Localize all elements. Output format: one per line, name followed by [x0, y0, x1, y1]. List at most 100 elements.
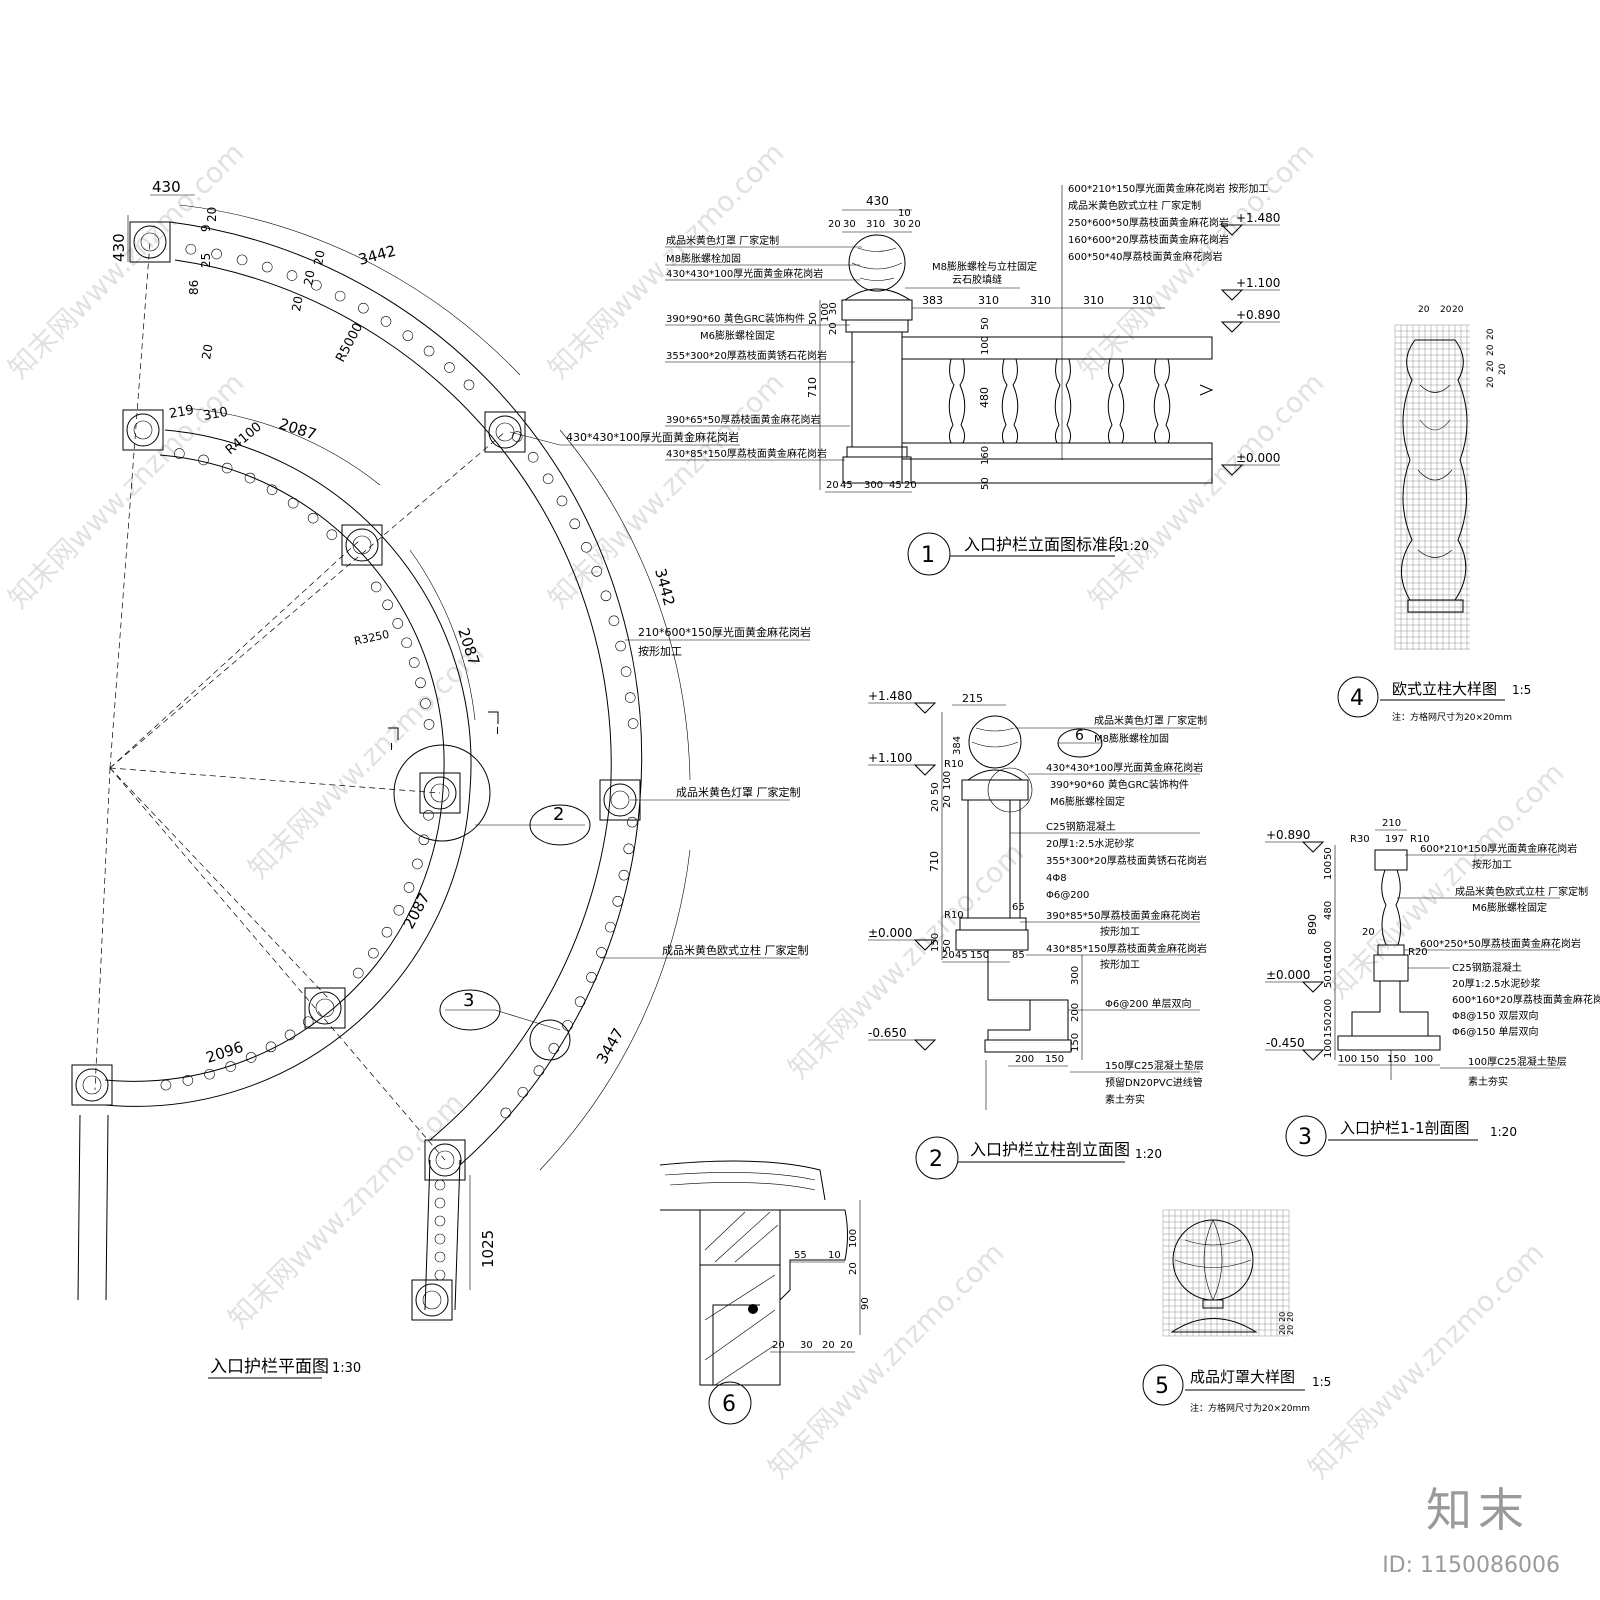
baluster-dot: [326, 529, 338, 540]
post-rosette: [415, 1283, 449, 1317]
dim-text: 100: [1323, 941, 1334, 960]
dim-text: R5000: [333, 321, 366, 365]
dim-text: 20: [840, 1340, 853, 1351]
dim-text: 310: [202, 405, 229, 424]
rail-leg-edge: [454, 1159, 461, 1311]
post-square: [484, 411, 526, 453]
baluster-dot: [608, 615, 620, 627]
baluster-dot: [624, 692, 636, 703]
baluster: [948, 358, 966, 444]
level-text: +0.890: [1236, 308, 1280, 322]
dim-text: 100: [980, 336, 991, 355]
dim-text: 197: [1385, 834, 1404, 845]
dim-text: 20: [826, 480, 839, 491]
dim-text: 45: [840, 480, 853, 491]
post-rosette: [126, 413, 160, 447]
baluster-dot: [244, 472, 256, 484]
watermark: 知末网www.znzmo.com: [1322, 756, 1571, 1005]
section-mark-label: I: [496, 726, 499, 737]
radial-guide-line: [109, 539, 361, 769]
note-text: Φ6@200 单层双向: [1105, 997, 1192, 1010]
baluster-dot: [615, 640, 626, 652]
level-text: ±0.000: [1236, 451, 1280, 465]
dim-text: 480: [1323, 901, 1334, 920]
title-number-circle: [915, 1136, 959, 1180]
detail-4-column: 20 20 20 20 20 20 20 20 4 欧式立柱大样图 1:5 注：…: [1337, 305, 1531, 723]
note-text: M8膨胀螺栓加固: [1094, 732, 1169, 745]
baluster-dot: [434, 1233, 446, 1245]
plan-label: 430*430*100厚光面黄金麻花岗岩: [566, 430, 739, 444]
post-rosette-inner: [610, 790, 630, 810]
dim-text: 150: [970, 950, 989, 961]
dim-text: 20: [772, 1340, 785, 1351]
section-2: 6 +1.480 +1.100 ±0.000 -0.650 215 384 50…: [868, 689, 1207, 1180]
lamp-base: [966, 769, 1024, 781]
note-text: 430*430*100厚光面黄金麻花岗岩: [1046, 761, 1203, 774]
post-rosette-inner: [82, 1075, 102, 1095]
baluster-dot: [600, 590, 612, 602]
note-text: 600*250*50厚荔枝面黄金麻花岗岩: [1420, 937, 1581, 950]
dim-text: 890: [1306, 914, 1319, 935]
baluster-dot: [370, 581, 382, 593]
post-rosette: [345, 528, 379, 562]
rail-leg-edge: [105, 1114, 109, 1301]
break-line: [1199, 384, 1214, 396]
lamp-globe-hatch: [851, 247, 903, 281]
dim-text: 160: [980, 446, 991, 465]
baluster-dot: [380, 316, 392, 327]
post-square: [419, 772, 461, 814]
dim-text: 45: [889, 480, 902, 491]
reference-grid: [1162, 1209, 1290, 1337]
baluster-dot: [402, 330, 414, 342]
dim-text: 45: [955, 950, 968, 961]
baluster-dot: [626, 816, 638, 828]
dim-text: 310: [978, 294, 999, 307]
post-shaft: [851, 331, 903, 448]
post-base: [842, 456, 912, 484]
dim-text: 20: [289, 295, 305, 312]
baluster-dot: [533, 1065, 545, 1077]
plan-label: 成品米黄色欧式立柱 厂家定制: [662, 943, 809, 957]
drawing-scale: 1:5: [1512, 683, 1531, 697]
baluster-dot: [423, 719, 435, 730]
baluster-dot: [221, 462, 233, 474]
cap-profile: [659, 1160, 826, 1201]
baluster-dot: [265, 1041, 277, 1053]
dim-text: 100: [942, 771, 953, 790]
labels-left: 成品米黄色灯罩 厂家定制 M8膨胀螺栓加固 430*430*100厚光面黄金麻花…: [665, 234, 862, 461]
level-symbol: [913, 1039, 937, 1051]
baluster-dot: [382, 599, 393, 611]
dim-text: R20: [1408, 947, 1428, 958]
radial-guide-line: [109, 767, 441, 794]
section-mark: [388, 727, 399, 740]
dim-text: 20: [848, 1262, 859, 1275]
plan-label: 成品米黄色灯罩 厂家定制: [676, 785, 801, 799]
baluster-dot: [160, 1079, 172, 1091]
baluster: [1001, 358, 1019, 444]
post-rosette-inner: [133, 420, 153, 440]
watermark-layer: 知末网www.znzmo.com 知末网www.znzmo.com 知末网www…: [2, 136, 1571, 1485]
post-rosette-inner: [430, 783, 450, 803]
dim-text: 2087: [277, 415, 319, 444]
level-text: +1.100: [1236, 276, 1280, 290]
dim-text: 86: [187, 280, 201, 295]
note-text: M8膨胀螺栓加固: [666, 252, 741, 265]
note-text: 390*90*60 黄色GRC装饰构件: [1050, 778, 1189, 791]
post-rosette: [423, 776, 457, 810]
baluster-dot: [527, 451, 539, 463]
radial-guide-line: [109, 241, 151, 769]
post-group: [71, 221, 641, 1321]
dim-text: 200: [1070, 1003, 1081, 1022]
dim-text: 20: [828, 322, 839, 335]
baluster-dot: [444, 362, 455, 373]
radial-guide-line: [109, 431, 506, 769]
baluster-row: [948, 358, 1171, 444]
lamp-base: [1170, 1318, 1258, 1333]
watermark: 知末网www.znzmo.com: [2, 366, 251, 615]
title-number-circle: [1337, 676, 1379, 718]
section-3-labels: 600*210*150厚光面黄金麻花岗岩 按形加工 成品米黄色欧式立柱 厂家定制…: [1397, 842, 1600, 1088]
baluster-dot: [423, 809, 434, 821]
dim-text: 210: [1382, 818, 1401, 829]
post-square: [411, 1279, 453, 1321]
watermark: 知末网www.znzmo.com: [222, 1086, 471, 1335]
